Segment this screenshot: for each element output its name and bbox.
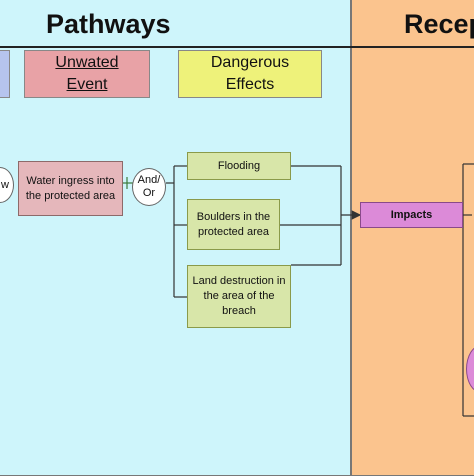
- pathways-heading: Pathways: [46, 9, 171, 39]
- flooding-box: Flooding: [187, 152, 291, 180]
- water-ingress-box: Water ingress into the protected area: [18, 161, 123, 216]
- impacts-label: Impacts: [390, 208, 433, 221]
- left-cut-circle-text: w: [1, 178, 9, 191]
- receptors-heading: Recep: [404, 9, 474, 39]
- receptors-title-underline: [351, 46, 474, 48]
- and-or-line1: And/: [137, 174, 161, 186]
- dangerous-effects-line2: Effects: [225, 76, 275, 93]
- land-destruction-label: Land destruction in the area of the brea…: [192, 275, 286, 317]
- unwanted-event-header: Unwated Event: [24, 50, 150, 98]
- impacts-box: Impacts: [360, 202, 463, 228]
- dangerous-effects-line1: Dangerous: [210, 54, 290, 71]
- water-ingress-label: Water ingress into the protected area: [25, 174, 116, 202]
- dangerous-effects-header: Dangerous Effects: [178, 50, 322, 98]
- and-or-gate: And/ Or: [132, 168, 166, 206]
- unwanted-event-line2: Event: [66, 76, 108, 93]
- unwanted-event-line1: Unwated: [55, 54, 119, 71]
- boulders-box: Boulders in the protected area: [187, 199, 280, 250]
- and-or-line2: Or: [142, 187, 156, 199]
- source-header-box: [0, 50, 10, 98]
- flooding-label: Flooding: [217, 159, 261, 172]
- receptors-panel: [351, 0, 474, 476]
- land-destruction-box: Land destruction in the area of the brea…: [187, 265, 291, 328]
- boulders-label: Boulders in the protected area: [196, 210, 271, 238]
- pathways-title-underline: [0, 46, 351, 48]
